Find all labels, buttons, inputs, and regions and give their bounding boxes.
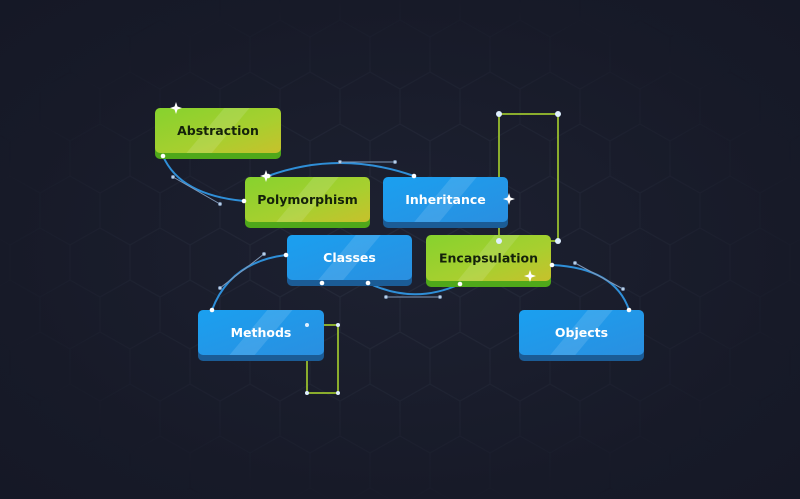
node-box (426, 235, 551, 281)
node-encapsulation[interactable]: Encapsulation (426, 235, 551, 287)
node-gloss (186, 108, 250, 153)
node-box (383, 177, 508, 222)
node-objects[interactable]: Objects (519, 310, 644, 361)
node-label: Encapsulation (439, 251, 538, 266)
node-label: Objects (555, 325, 608, 340)
bezier-handles (171, 160, 625, 299)
sparkle-icons (170, 102, 536, 282)
connector-abstraction-polymorphism (162, 155, 245, 202)
anchor-points (160, 111, 632, 395)
node-label: Abstraction (177, 123, 259, 138)
node-gloss (414, 177, 477, 222)
node-box (245, 177, 370, 222)
node-methods[interactable]: Methods (198, 310, 324, 361)
node-gloss (550, 310, 613, 355)
node-inheritance[interactable]: Inheritance (383, 177, 508, 228)
node-label: Methods (231, 325, 292, 340)
node-box (198, 310, 324, 355)
node-label: Polymorphism (257, 192, 358, 207)
node-classes[interactable]: Classes (287, 235, 412, 286)
node-polymorphism[interactable]: Polymorphism (245, 177, 370, 228)
node-gloss (318, 235, 381, 280)
node-abstraction[interactable]: Abstraction (155, 108, 281, 159)
sparkle-icon (524, 270, 536, 282)
node-label: Inheritance (405, 192, 486, 207)
node-gloss (276, 177, 339, 222)
connector-classes-encapsulation (367, 282, 461, 296)
node-box (155, 108, 281, 153)
sparkle-icon (170, 102, 182, 114)
node-label: Classes (323, 250, 376, 265)
node-box (287, 235, 412, 280)
sparkle-icon (503, 193, 515, 205)
node-gloss (229, 310, 293, 355)
node-gloss (457, 235, 520, 281)
sparkle-icon (260, 170, 272, 182)
node-box (519, 310, 644, 355)
